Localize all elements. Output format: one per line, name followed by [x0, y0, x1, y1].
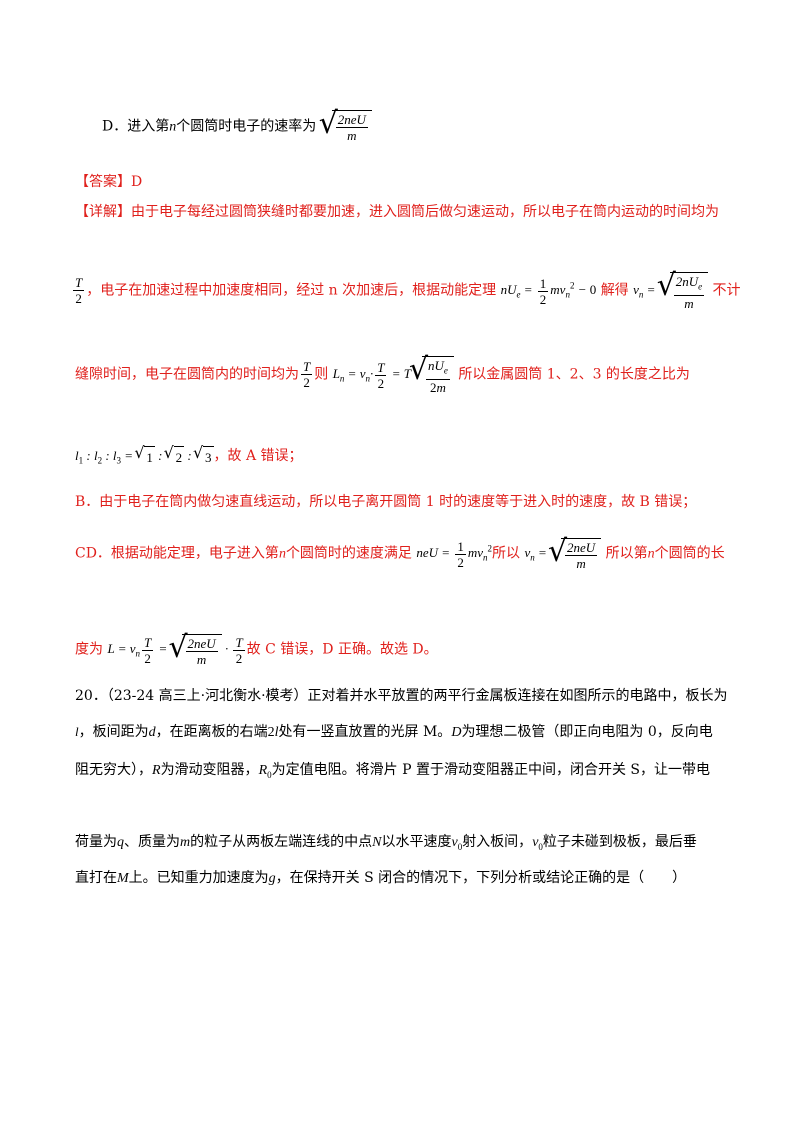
detail-text-7a: 度为 [75, 641, 103, 658]
detail-text-6c: 所以 [492, 545, 520, 562]
symbol-q: q [117, 835, 124, 850]
symbol-N: N [372, 835, 382, 850]
q20-text-5a: 直打在 [75, 870, 117, 886]
q20-text-2d: 为理想二极管（即正向电阻为 0，反向电 [461, 724, 713, 740]
q20-text-2b: ，在距离板的右端 [155, 724, 268, 740]
q20-text-4f: 粒子未碰到极板，最后垂 [542, 834, 697, 850]
detail-text-6a: CD．根据动能定理，电子进入第 [75, 545, 279, 562]
detail-text-5: B．由于电子在筒内做匀速直线运动，所以电子离开圆筒 1 时的速度等于进入时的速度… [75, 494, 697, 510]
answer-label: 【答案】 [75, 174, 131, 190]
symbol-M: M [117, 871, 129, 886]
q20-text-5c: ，在保持开关 S 闭合的情况下，下列分析或结论正确的是（ ） [275, 870, 687, 886]
detail-line-4: l1 : l2 : l3 = 1 : 2 : 3，故 A 错误； [75, 443, 303, 471]
detail-text-2b: 解得 [600, 282, 629, 299]
option-d-n: n [169, 119, 177, 135]
symbol-g: g [268, 871, 276, 886]
symbol-R: R [152, 763, 161, 778]
answer-value: D [131, 174, 143, 190]
q20-line-2: l，板间距为d，在距离板的右端2l处有一竖直放置的光屏 M。D为理想二极管（即正… [75, 722, 713, 743]
q20-text-2a: ，板间距为 [78, 724, 149, 740]
q20-text-3a: 阻无穷大）， [75, 762, 152, 778]
detail-text-6e: 个圆筒的长 [654, 545, 725, 562]
symbol-l: l [75, 724, 79, 739]
q20-line-4: 荷量为q、质量为m的粒子从两板左端连线的中点N以水平速度v0射入板间，v0粒子未… [75, 832, 697, 857]
detail-text-3b: 则 [314, 366, 329, 383]
detail-text-7b: 故 C 错误，D 正确。故选 D。 [246, 641, 438, 658]
ln-equation: Ln = vn·T2 = TnUe2m [333, 350, 454, 395]
q20-text-4e: 射入板间， [462, 834, 533, 850]
q20-text-5b: 上。已知重力加速度为 [128, 870, 269, 886]
option-d-num: 2neU [335, 112, 368, 128]
q20-text-3c: 为定值电阻。将滑片 P 置于滑动变阻器正中间，闭合开关 S，让一带电 [271, 762, 710, 778]
detail-text-3c: 所以金属圆筒 1、2、3 的长度之比为 [458, 366, 690, 383]
q20-text-4a: 荷量为 [75, 834, 117, 850]
detail-label: 【详解】 [75, 204, 131, 220]
q20-text-1a: 20．（23-24 高三上·河北衡水·模考）正对着并水平放置的两平行金属板连接在… [75, 688, 728, 704]
detail-text-2a: ，电子在加速过程中加速度相同，经过 n 次加速后，根据动能定理 [86, 282, 497, 299]
symbol-v0-2: v0 [532, 835, 543, 852]
answer-line: 【答案】D [75, 172, 142, 192]
q20-text-4c: 的粒子从两板左端连线的中点 [190, 834, 373, 850]
q20-line-5: 直打在M上。已知重力加速度为g，在保持开关 S 闭合的情况下，下列分析或结论正确… [75, 868, 686, 889]
q20-text-3b: 为滑动变阻器， [160, 762, 259, 778]
q20-text-4d: 以水平速度 [381, 834, 452, 850]
detail-line-5: B．由于电子在筒内做匀速直线运动，所以电子离开圆筒 1 时的速度等于进入时的速度… [75, 492, 696, 512]
symbol-D: D [451, 725, 462, 740]
option-d-suffix: 个圆筒时电子的速率为 [176, 118, 317, 135]
option-d-prefix: D．进入第 [102, 118, 170, 135]
detail-line-1: 【详解】由于电子每经过圆筒狭缝时都要加速，进入圆筒后做匀速运动，所以电子在筒内运… [75, 202, 719, 222]
detail-text-2c: 不计 [712, 282, 741, 299]
symbol-d: d [148, 725, 156, 740]
symbol-m: m [180, 835, 191, 850]
detail-text-6b: 个圆筒时的速度满足 [285, 545, 412, 562]
detail-text-1: 由于电子每经过圆筒狭缝时都要加速，进入圆筒后做匀速运动，所以电子在筒内运动的时间… [131, 204, 719, 220]
symbol-R0: R0 [258, 763, 272, 780]
q20-line-3: 阻无穷大），R为滑动变阻器，R0为定值电阻。将滑片 P 置于滑动变阻器正中间，闭… [75, 760, 710, 785]
symbol-2l: 2l [267, 725, 279, 740]
detail-text-6d: 所以第 [605, 545, 648, 562]
q20-text-4b: 、质量为 [124, 834, 180, 850]
detail-text-4: ，故 A 错误； [213, 448, 303, 464]
symbol-v0: v0 [451, 835, 463, 852]
detail-text-3a: 缝隙时间，电子在圆筒内的时间均为 [75, 366, 299, 383]
option-d-den: m [347, 128, 357, 143]
q20-text-2c: 处有一竖直放置的光屏 M。 [278, 724, 452, 740]
q20-line-1: 20．（23-24 高三上·河北衡水·模考）正对着并水平放置的两平行金属板连接在… [75, 686, 728, 706]
length-ratio: l1 : l2 : l3 = 1 : 2 : 3 [75, 443, 214, 466]
